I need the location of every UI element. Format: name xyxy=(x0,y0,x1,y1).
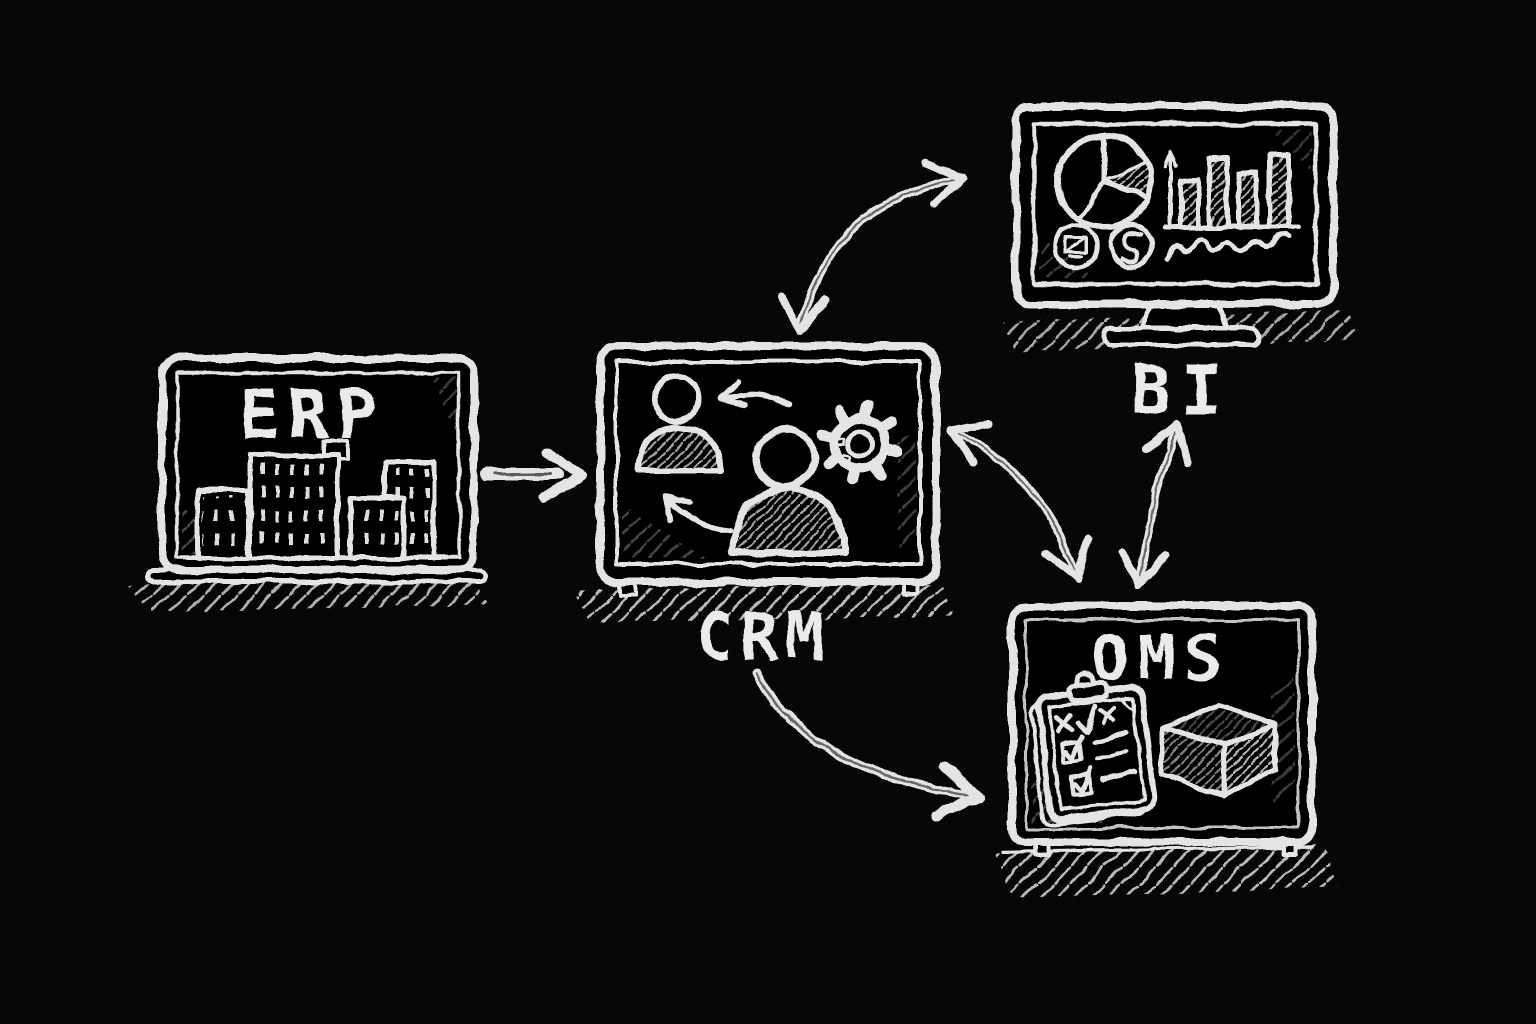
checklist-clipboard-icon xyxy=(1029,671,1158,826)
city-buildings-icon xyxy=(184,439,448,561)
corner-shading xyxy=(898,432,916,560)
arrow-crm-oms-two-way xyxy=(946,419,1092,582)
ground-shading xyxy=(572,584,954,622)
erp-label: ERP xyxy=(239,376,386,455)
erp-node: ERP xyxy=(128,354,490,612)
corner-shading xyxy=(622,504,706,558)
bi-label: BI xyxy=(1130,352,1232,431)
ground-shading xyxy=(128,576,490,612)
corner-shading xyxy=(1272,666,1294,812)
page-fold xyxy=(1116,696,1134,711)
gear-icon xyxy=(817,400,903,486)
user-small-icon xyxy=(635,374,724,474)
arrow-crm-to-oms-bottom xyxy=(752,666,983,821)
mini-dashboard-icon xyxy=(1052,222,1100,270)
checklist-marks xyxy=(1053,704,1138,797)
ground-shading xyxy=(994,844,1338,898)
bi-monitor-screen xyxy=(1031,121,1319,287)
bar-chart-icon xyxy=(1163,150,1301,230)
oms-node: OMS xyxy=(994,602,1338,898)
trend-wave-icon xyxy=(1165,232,1293,262)
package-cube-icon xyxy=(1159,703,1279,798)
corner-shading xyxy=(430,378,458,432)
gear-sparkle xyxy=(841,453,853,466)
crm-node: CRM xyxy=(572,342,954,675)
crm-monitor-screen xyxy=(614,360,922,566)
bi-node: BI xyxy=(1004,102,1358,431)
bi-monitor-base xyxy=(1101,325,1263,348)
arrow-crm-bi-two-way xyxy=(779,158,967,334)
oms-board-inner-frame xyxy=(1024,618,1300,830)
gear-sparkle xyxy=(836,437,846,447)
oms-label: OMS xyxy=(1092,622,1231,695)
corner-shading xyxy=(1268,130,1312,172)
clipboard-clip xyxy=(1066,680,1109,704)
arrow-bi-oms-two-way xyxy=(1118,420,1191,590)
crm-label: CRM xyxy=(695,601,832,675)
oms-base-line xyxy=(1002,845,1314,854)
pie-chart-icon xyxy=(1055,132,1153,230)
arrow-erp-to-crm xyxy=(481,447,588,502)
cycle-arrows-icon xyxy=(662,378,792,534)
user-large-icon xyxy=(728,426,849,557)
s-curve-icon xyxy=(1107,222,1155,270)
